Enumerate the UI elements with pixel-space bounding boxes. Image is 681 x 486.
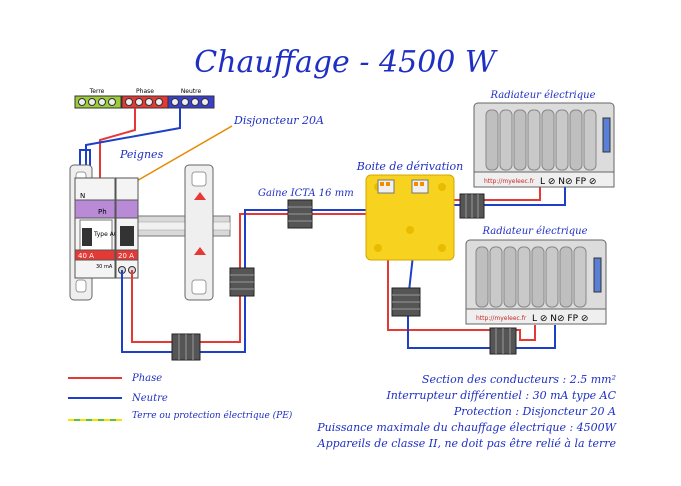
wire-neutral-feed-2 (79, 149, 91, 178)
wire-neutral-feed (85, 108, 181, 178)
conduit-sleeve (459, 193, 485, 219)
neutre-bar-label: Neutre (181, 88, 202, 95)
radiator-1-terminals: L ⊘ N⊘ FP ⊘ (540, 177, 596, 187)
differential-switch (74, 177, 116, 279)
conduit-sleeve (229, 267, 255, 297)
conduit-sleeve (171, 333, 201, 361)
radiator-1-label: Radiateur électrique (489, 90, 595, 101)
wire-phase-main (131, 193, 386, 343)
spec-section: Section des conducteurs : 2.5 mm² (422, 373, 616, 386)
radiator-2-url: http://myeleec.fr (476, 315, 527, 322)
radiator-2-label: Radiateur électrique (481, 226, 587, 237)
legend-terre-label: Terre ou protection électrique (PE) (132, 410, 293, 421)
specifications: Section des conducteurs : 2.5 mm² Interr… (316, 373, 617, 450)
neutral-terminal-bar (167, 95, 215, 109)
wire-phase-feed (99, 108, 136, 178)
module-n-label: N (80, 192, 85, 200)
spec-power: Puissance maximale du chauffage électriq… (316, 421, 617, 434)
type-ac-label: Type AC (93, 231, 118, 238)
conduit-sleeve (391, 287, 421, 317)
wire-neutral-rad2 (407, 192, 556, 349)
breaker-20a (115, 177, 139, 279)
right-panel-support (184, 164, 214, 301)
junction-box (365, 174, 455, 261)
legend-phase-label: Phase (131, 373, 162, 384)
phase-terminal-bar (121, 95, 169, 109)
ma30-label: 30 mA (96, 264, 113, 270)
disjoncteur-pointer (127, 125, 233, 187)
wire-phase-rad2 (387, 193, 536, 341)
amp40-label: 40 A (78, 252, 94, 260)
spec-class: Appareils de classe II, ne doit pas être… (317, 437, 617, 450)
terre-label: Terre (89, 88, 105, 95)
radiator-1 (473, 102, 615, 188)
legend: Phase Neutre Terre ou protection électri… (68, 373, 293, 421)
spec-differential: Interrupteur différentiel : 30 mA type A… (385, 389, 616, 402)
legend-neutre-label: Neutre (131, 393, 168, 404)
gaine-label: Gaine ICTA 16 mm (258, 188, 354, 199)
boite-label: Boite de dérivation (356, 160, 463, 173)
page-title: Chauffage - 4500 W (194, 45, 498, 80)
radiator-2-terminals: L ⊘ N⊘ FP ⊘ (532, 314, 588, 324)
earth-terminal-bar (74, 95, 122, 109)
amp20-label: 20 A (118, 252, 134, 260)
phase-bar-label: Phase (136, 88, 154, 95)
disjoncteur-label: Disjoncteur 20A (233, 114, 324, 127)
peignes-label: Peignes (119, 148, 164, 161)
spec-protection: Protection : Disjoncteur 20 A (453, 405, 616, 418)
radiator-2 (465, 239, 607, 325)
conduit-sleeve (287, 199, 313, 229)
radiator-1-url: http://myeleec.fr (484, 178, 535, 185)
module-ph-label: Ph (98, 208, 107, 216)
conduit-sleeve (489, 327, 517, 355)
